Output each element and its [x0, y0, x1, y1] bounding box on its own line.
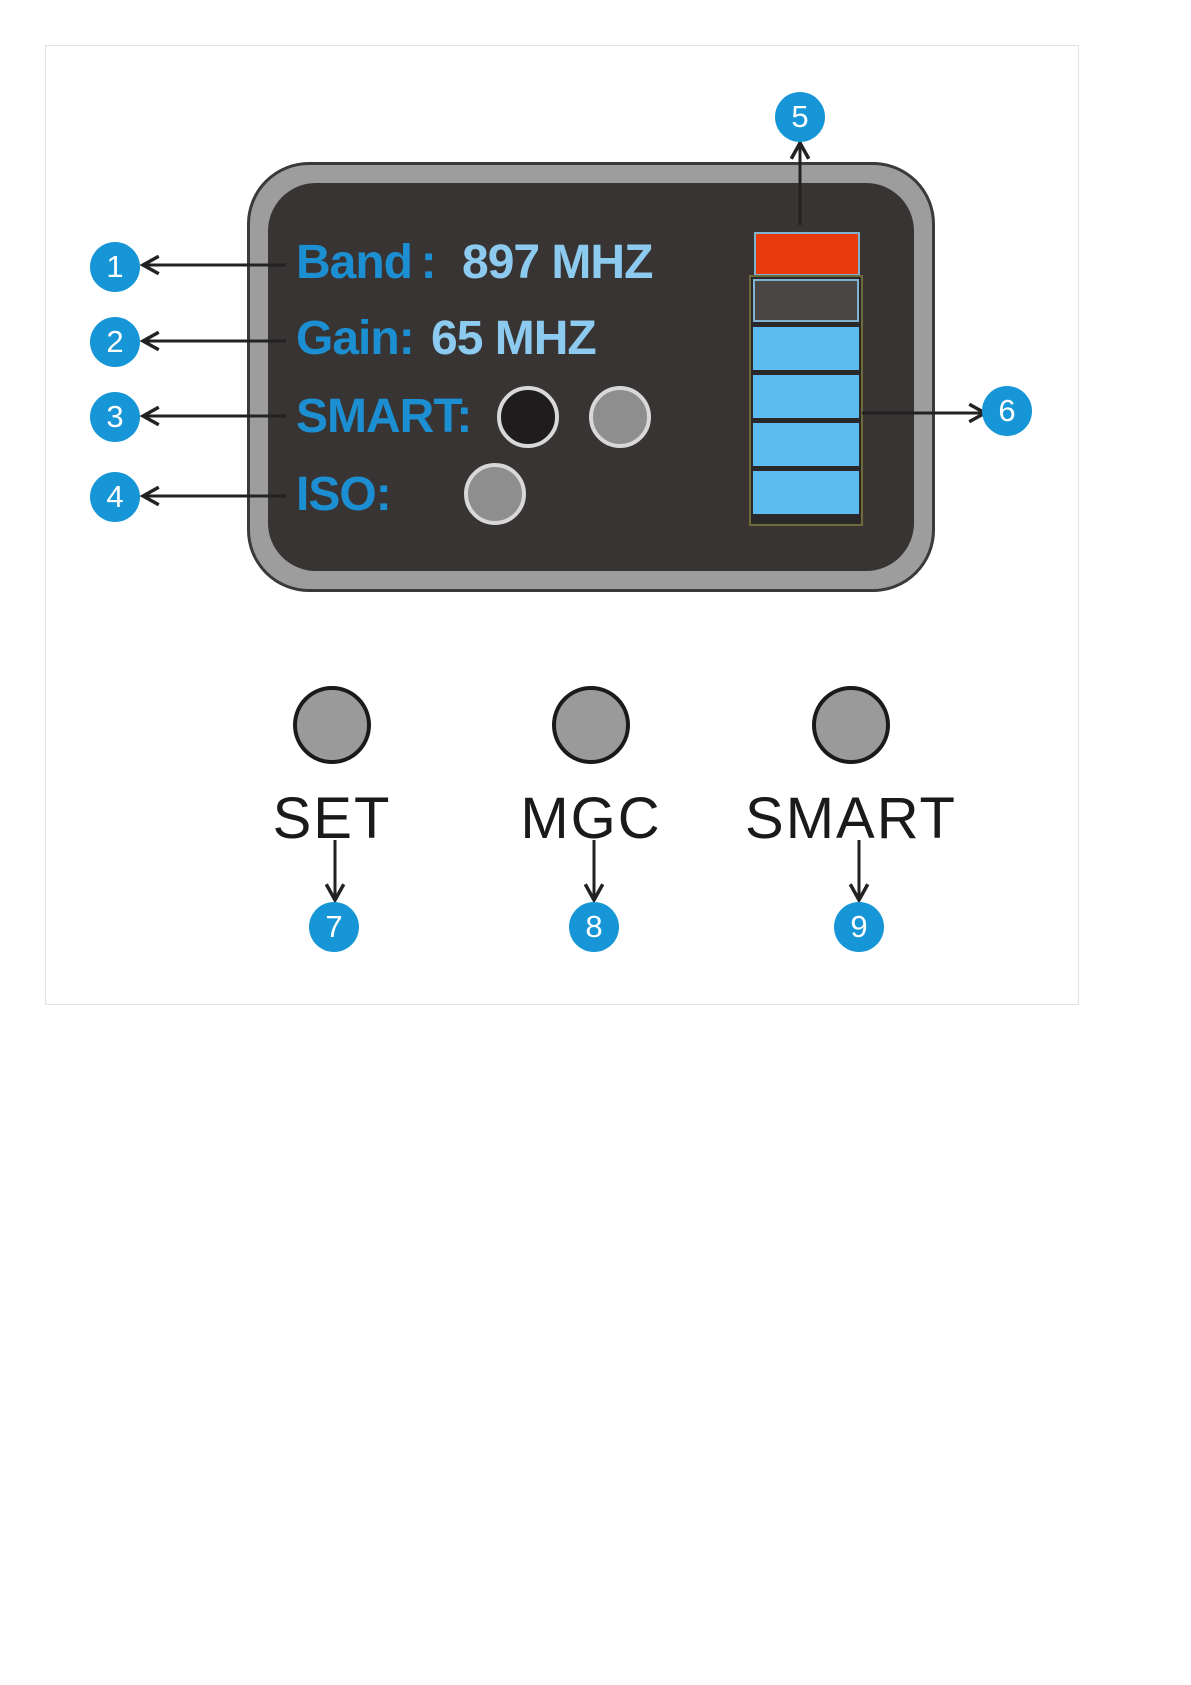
callout-1: 1 — [90, 242, 140, 292]
callout-8: 8 — [569, 902, 619, 952]
callout-5: 5 — [775, 92, 825, 142]
callout-2: 2 — [90, 317, 140, 367]
callout-6: 6 — [982, 386, 1032, 436]
callout-4: 4 — [90, 472, 140, 522]
callout-9: 9 — [834, 902, 884, 952]
callout-7: 7 — [309, 902, 359, 952]
callout-3: 3 — [90, 392, 140, 442]
